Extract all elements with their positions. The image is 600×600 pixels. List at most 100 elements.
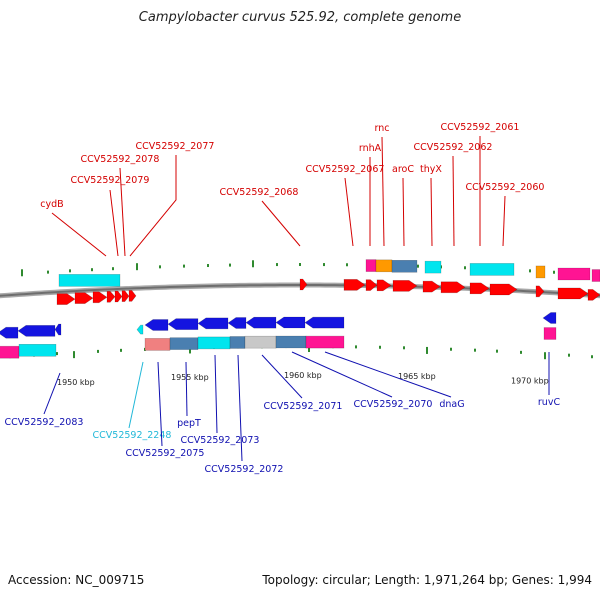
gene-arrow — [197, 317, 229, 330]
tick-mark — [346, 263, 348, 267]
gene-arrow — [343, 279, 366, 291]
label-leader — [291, 351, 393, 398]
label-leader — [185, 361, 188, 417]
gene-arrow — [489, 283, 518, 296]
tick-mark — [464, 266, 466, 270]
feature-box — [391, 260, 418, 273]
tick-mark — [207, 264, 209, 268]
gene-arrow — [167, 318, 199, 330]
label-leader — [430, 177, 433, 247]
gene-arrow — [304, 316, 345, 329]
label-leader — [324, 351, 452, 398]
tick-mark — [229, 263, 231, 267]
tick-mark — [323, 263, 325, 267]
gene-arrow — [227, 317, 247, 329]
tick-mark — [189, 346, 191, 354]
feature-box — [58, 274, 121, 287]
feature-box — [365, 259, 377, 272]
feature-box — [18, 343, 57, 357]
tick-mark — [159, 265, 161, 269]
gene-arrow — [542, 312, 557, 324]
gene-label: dnaG — [439, 399, 464, 410]
tick-mark — [474, 348, 476, 352]
gene-label: CCV52592_2067 — [306, 164, 385, 175]
gene-arrow — [0, 326, 19, 339]
tick-mark — [91, 268, 93, 272]
gene-label: rnhA — [359, 143, 382, 154]
page-title: Campylobacter curvus 525.92, complete ge… — [138, 10, 462, 25]
tick-mark — [591, 355, 593, 359]
label-leader — [344, 177, 354, 247]
tick-mark — [183, 264, 185, 268]
feature-box — [197, 336, 231, 350]
gene-arrow — [54, 323, 62, 336]
gene-arrow — [557, 287, 589, 300]
tick-mark — [73, 351, 75, 359]
gene-arrow — [136, 324, 144, 335]
feature-box — [169, 337, 199, 350]
tick-mark — [120, 348, 122, 352]
tick-mark — [403, 346, 405, 350]
label-leader — [381, 136, 385, 247]
gene-arrow — [376, 279, 392, 292]
tick-mark — [568, 353, 570, 357]
gene-label: CCV52592_2071 — [264, 401, 343, 412]
label-leader — [51, 212, 107, 257]
gene-label: thyX — [420, 164, 442, 175]
gene-label: rnc — [375, 123, 390, 134]
label-leader — [129, 155, 177, 257]
gene-label: CCV52592_2073 — [181, 435, 260, 446]
label-leader — [502, 195, 506, 247]
scale-label: 1960 kbp — [284, 371, 322, 380]
gene-arrow — [128, 290, 137, 302]
gene-label: CCV52592_2072 — [205, 464, 284, 475]
feature-box — [424, 260, 442, 274]
gene-arrow — [74, 292, 94, 304]
tick-mark — [276, 263, 278, 267]
gene-arrow — [535, 285, 545, 298]
label-leader — [119, 167, 126, 257]
label-leader — [157, 361, 163, 447]
feature-box — [535, 265, 546, 279]
tick-mark — [417, 264, 419, 268]
label-leader — [109, 189, 119, 257]
label-leader — [128, 361, 144, 429]
gene-arrow — [144, 319, 169, 331]
scale-label: 1955 kbp — [171, 373, 209, 382]
tick-mark — [426, 346, 428, 354]
feature-box — [557, 267, 591, 281]
tick-mark — [47, 270, 49, 274]
gene-arrow — [275, 316, 306, 329]
gene-arrow — [17, 325, 56, 337]
feature-box — [591, 269, 600, 282]
tick-mark — [553, 270, 555, 274]
tick-mark — [21, 269, 23, 277]
tick-mark — [355, 345, 357, 349]
feature-box — [375, 259, 393, 273]
feature-box — [275, 335, 307, 349]
tick-mark — [308, 345, 310, 353]
label-leader — [214, 354, 218, 434]
gene-label: CCV52592_2068 — [220, 187, 299, 198]
gene-arrow — [92, 291, 108, 304]
gene-arrow — [106, 290, 116, 303]
label-leader — [452, 155, 455, 247]
scale-label: 1950 kbp — [57, 378, 95, 387]
tick-mark — [69, 269, 71, 273]
tick-mark — [379, 345, 381, 349]
gene-label: CCV52592_2061 — [441, 122, 520, 133]
label-leader — [43, 372, 61, 415]
gene-label: CCV52592_2079 — [71, 175, 150, 186]
gene-label: CCV52592_2248 — [93, 430, 172, 441]
gene-label: aroC — [392, 164, 414, 175]
tick-mark — [252, 260, 254, 268]
tick-mark — [544, 352, 546, 360]
scale-label: 1965 kbp — [398, 372, 436, 381]
gene-arrow — [392, 280, 418, 292]
feature-box — [543, 327, 557, 340]
scale-label: 1970 kbp — [511, 376, 549, 385]
label-leader — [261, 200, 301, 247]
label-leader — [237, 354, 243, 462]
